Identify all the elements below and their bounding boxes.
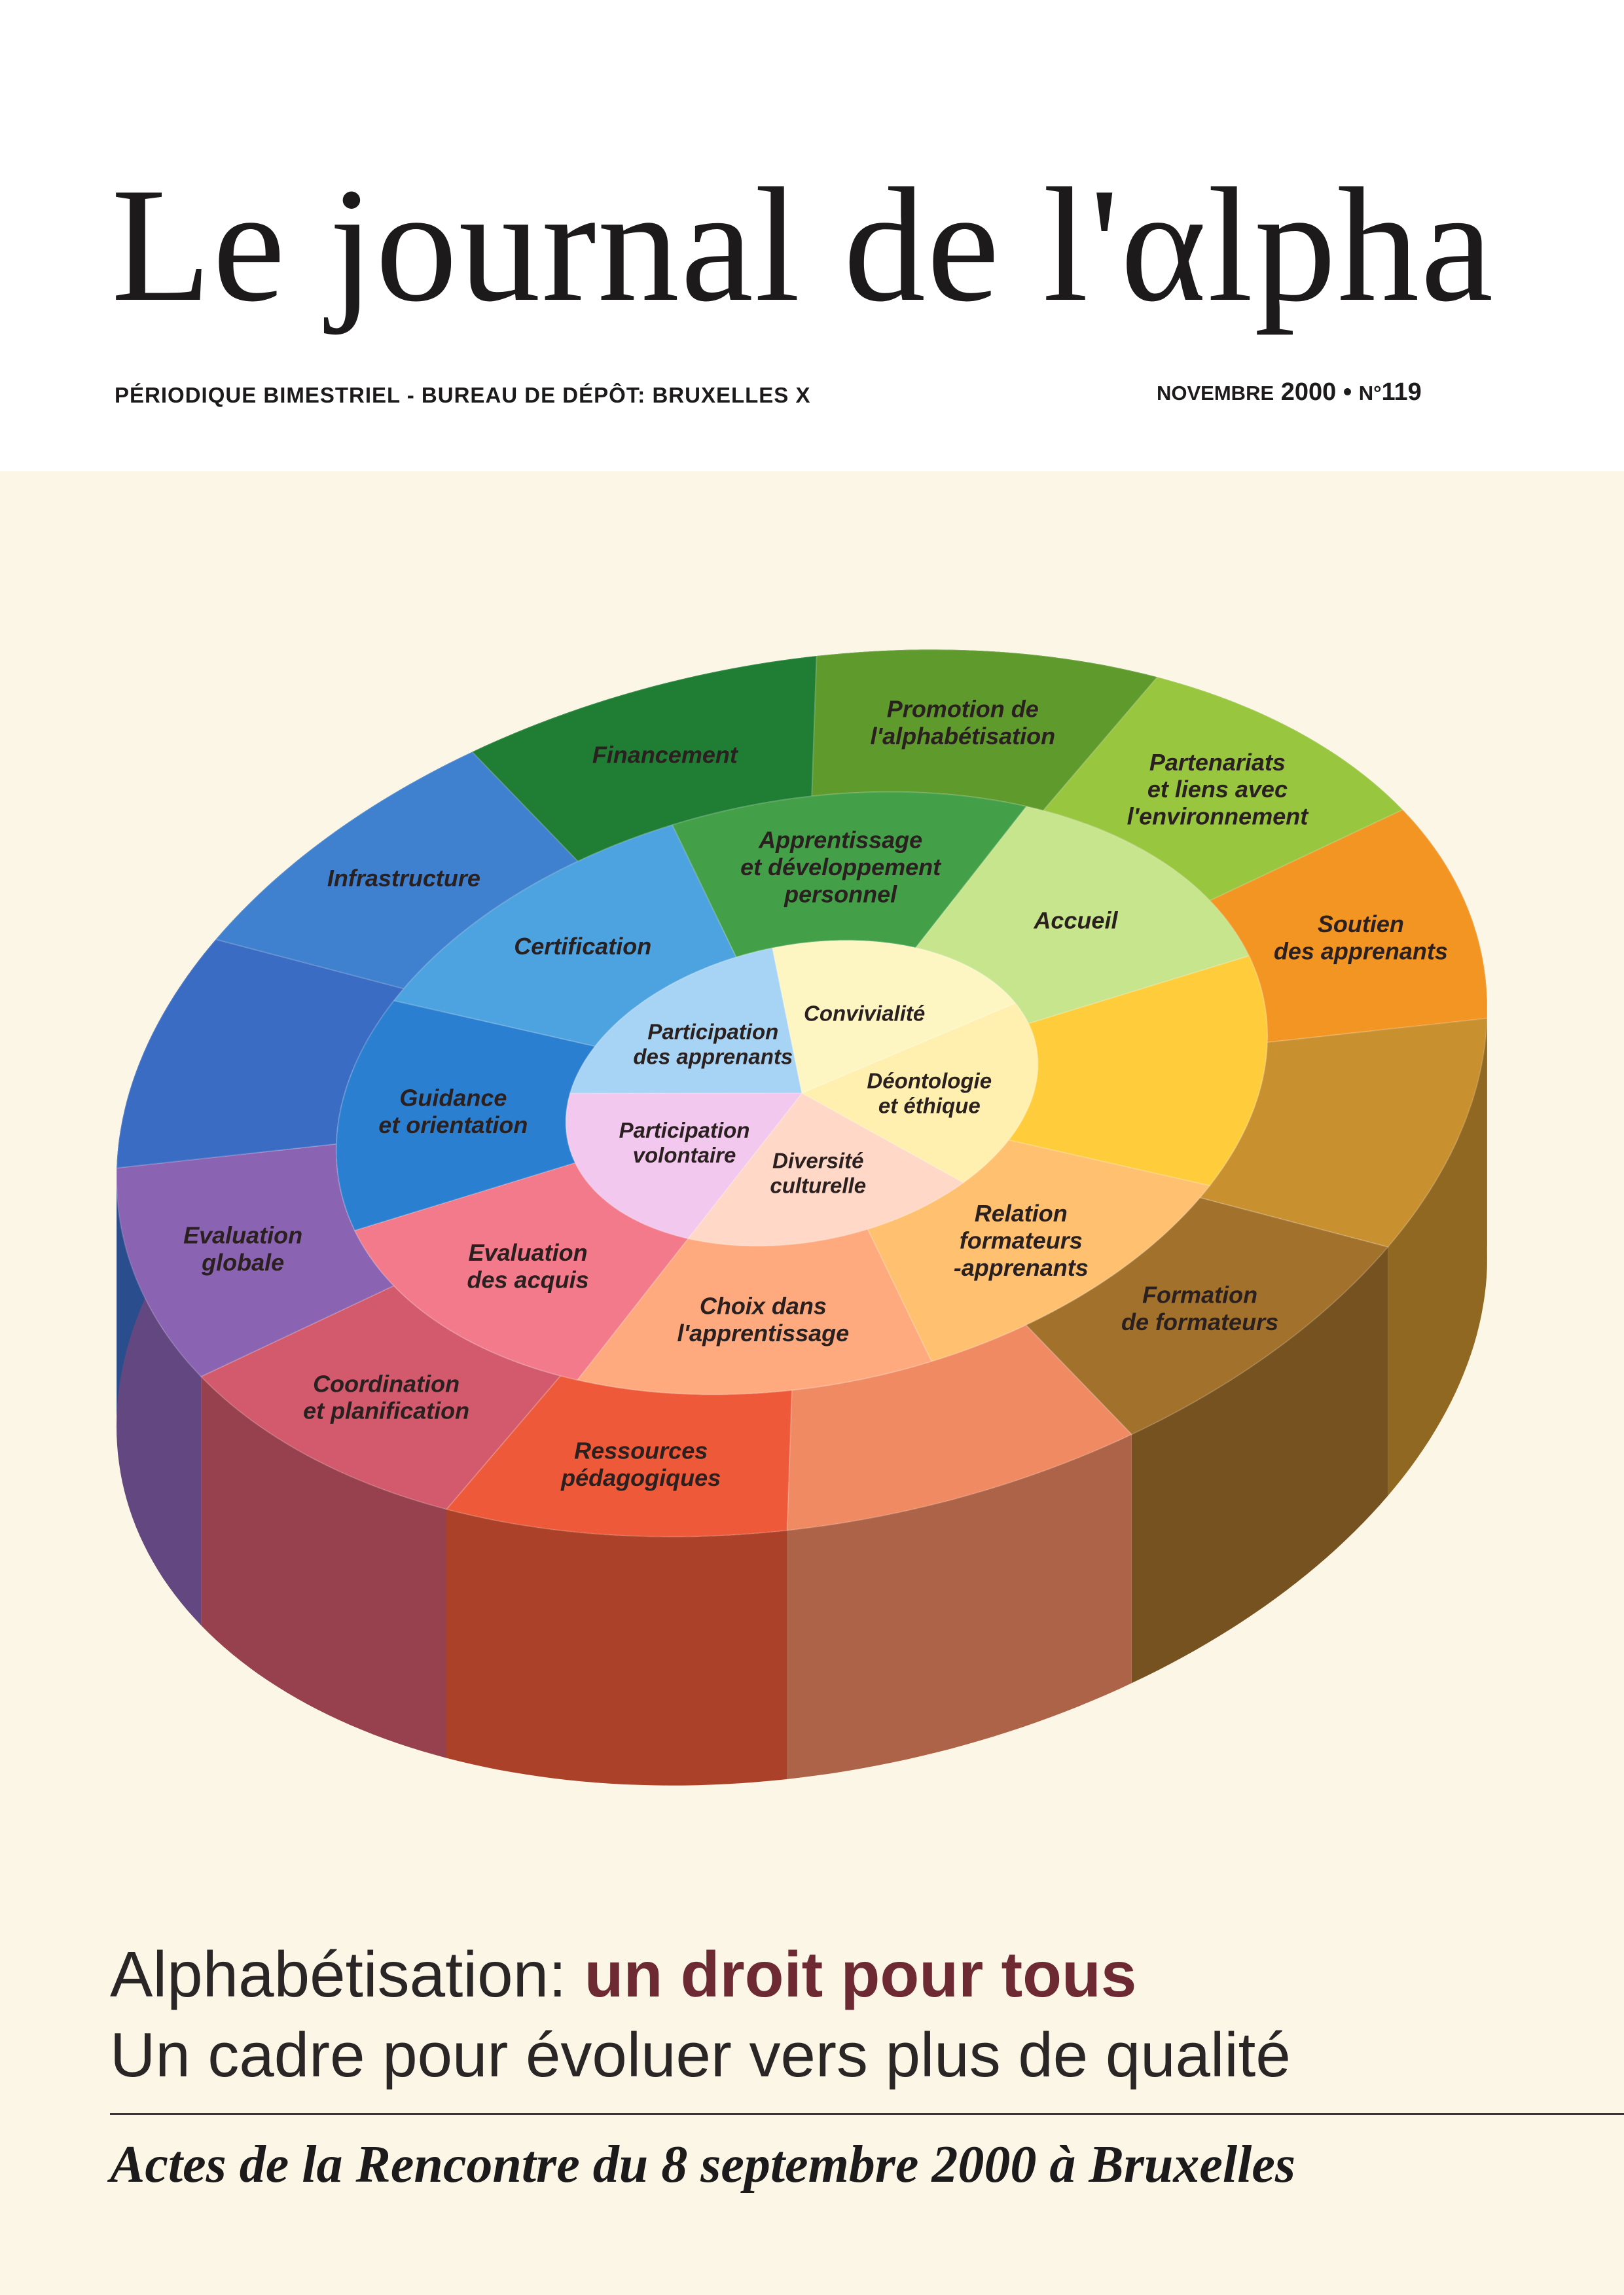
segment-label-line: Déontologie	[867, 1068, 992, 1093]
segment-label-line: des apprenants	[1274, 937, 1448, 964]
periodical-info: PÉRIODIQUE BIMESTRIEL - BUREAU DE DÉPÔT:…	[115, 383, 811, 407]
ring-segment	[687, 1092, 965, 1247]
segment-label-line: Evaluation	[469, 1239, 588, 1266]
segment-label-line: Formation	[1142, 1282, 1257, 1309]
segment-label-line: volontaire	[633, 1143, 736, 1167]
segment-label-line: Partenariats	[1149, 749, 1286, 776]
issue-info: NOVEMBRE 2000 • N°119	[1157, 378, 1422, 407]
segment-label-line: formateurs	[960, 1227, 1083, 1254]
title-suffix: lpha	[1207, 154, 1495, 336]
segment-label-line: Certification	[514, 933, 651, 960]
segment-label-line: Infrastructure	[327, 865, 480, 892]
headline-lead: Alphabétisation:	[110, 1938, 585, 2010]
issue-separator: •	[1343, 378, 1352, 406]
ring-segment	[800, 1002, 1039, 1184]
ring-segment	[771, 939, 1017, 1094]
segment-label-line: et orientation	[378, 1111, 528, 1138]
proceedings-title: Actes de la Rencontre du 8 septembre 200…	[110, 2136, 1296, 2194]
segment-label-line: culturelle	[770, 1174, 866, 1198]
segment-label-line: Coordination	[313, 1370, 460, 1397]
segment-label-line: et liens avec	[1147, 776, 1288, 803]
segment-label-line: et développement	[740, 854, 942, 880]
ring-segment	[565, 1092, 804, 1240]
segment-label-line: Choix dans	[700, 1293, 827, 1320]
side-wall	[1388, 1018, 1487, 1496]
segment-label-line: Promotion de	[887, 695, 1039, 722]
segment-label-line: Evaluation	[183, 1222, 302, 1249]
segment-label-line: Apprentissage	[758, 827, 922, 854]
segment-label-line: des acquis	[467, 1266, 589, 1293]
segment-label-line: -apprenants	[954, 1254, 1089, 1281]
alpha-logo-glyph: α	[1120, 154, 1208, 336]
segment-label-line: Convivialité	[804, 1001, 925, 1025]
segment-label: Convivialité	[804, 1001, 925, 1025]
ring-segment	[393, 824, 738, 1047]
segment-label-line: et planification	[303, 1398, 469, 1424]
ring-segment	[569, 947, 803, 1094]
segment-label-line: l'alphabétisation	[871, 723, 1056, 750]
segment-label: Infrastructure	[327, 865, 480, 892]
segment-label-line: Ressources	[574, 1437, 708, 1464]
journal-title: Le journal de l'αlpha	[111, 164, 1494, 327]
side-wall	[1131, 1247, 1388, 1684]
segment-label: Accueil	[1033, 907, 1118, 933]
segment-label-line: et éthique	[878, 1093, 981, 1117]
segment-label-line: globale	[201, 1249, 284, 1276]
segment-label-line: Relation	[975, 1200, 1068, 1227]
segment-label: Certification	[514, 933, 651, 960]
title-prefix: Le journal de l'	[111, 154, 1121, 336]
issue-number: 119	[1381, 378, 1422, 406]
issue-number-prefix: N°	[1358, 382, 1382, 405]
side-wall	[446, 1509, 787, 1786]
segment-label-line: Guidance	[399, 1085, 507, 1111]
side-wall	[201, 1376, 446, 1758]
masthead: Le journal de l'αlpha PÉRIODIQUE BIMESTR…	[0, 0, 1624, 471]
segment-label-line: Participation	[647, 1019, 778, 1043]
segment-label-line: Participation	[619, 1118, 750, 1142]
issue-year: 2000	[1280, 378, 1337, 406]
segment-label-line: des apprenants	[633, 1044, 793, 1068]
headline-accent: un droit pour tous	[584, 1938, 1137, 2010]
divider	[110, 2113, 1624, 2115]
segment-label-line: pédagogiques	[560, 1464, 721, 1491]
issue-month: NOVEMBRE	[1157, 382, 1274, 405]
segment-label-line: de formateurs	[1121, 1309, 1278, 1335]
segment-label-line: Accueil	[1033, 907, 1118, 933]
segment-label-line: personnel	[784, 880, 897, 907]
segment-label-line: l'environnement	[1127, 803, 1310, 830]
segment-label: Financement	[592, 742, 739, 768]
side-wall	[787, 1434, 1132, 1779]
segment-label-line: l'apprentissage	[677, 1320, 850, 1346]
segment-label-line: Financement	[592, 742, 739, 768]
segment-label-line: Soutien	[1318, 911, 1404, 937]
segment-label-line: Diversité	[772, 1149, 863, 1173]
headline-subline: Un cadre pour évoluer vers plus de quali…	[110, 2020, 1291, 2090]
headline: Alphabétisation: un droit pour tous	[110, 1938, 1136, 2012]
